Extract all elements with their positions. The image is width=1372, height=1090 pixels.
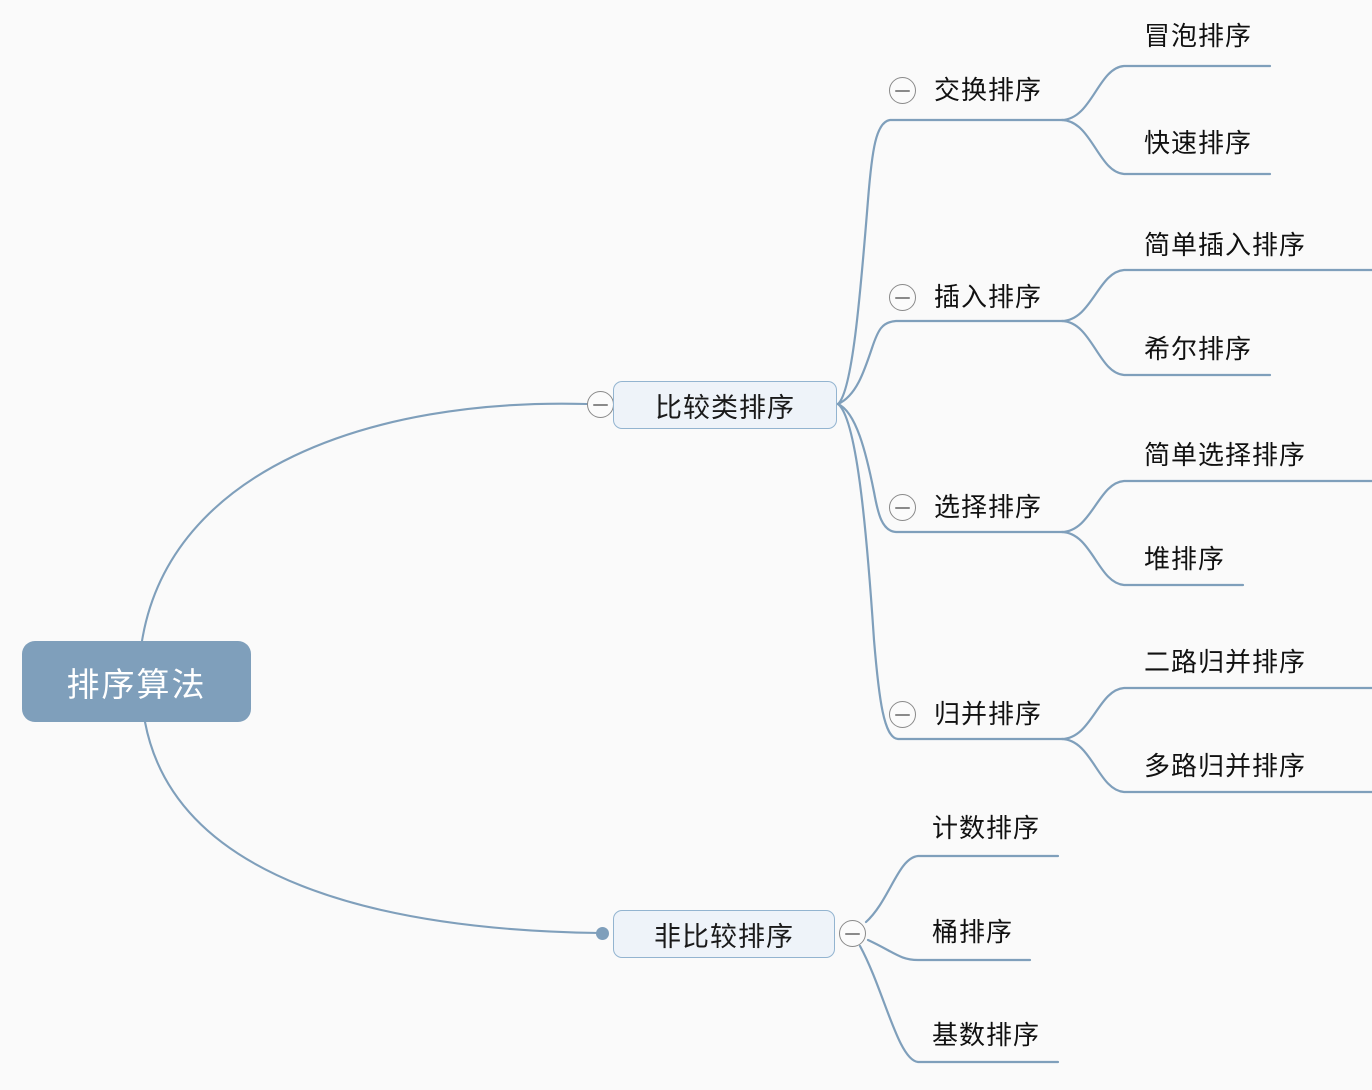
connector-exchange-to-bubble [1060, 64, 1272, 122]
connector-root-to-noncompare [143, 720, 602, 935]
node-label-merge[interactable]: 归并排序 [934, 700, 1043, 729]
connector-select-to-simpleselect [1060, 479, 1372, 534]
connector-root-to-compare [140, 402, 589, 643]
connector-merge-to-twoway [1060, 686, 1372, 741]
node-label-simple-insert[interactable]: 简单插入排序 [1144, 231, 1307, 260]
node-label-quick[interactable]: 快速排序 [1144, 129, 1253, 158]
collapse-toggle-merge-icon[interactable] [889, 701, 916, 728]
collapse-toggle-noncompare-icon[interactable] [839, 920, 866, 947]
node-label-exchange[interactable]: 交换排序 [934, 76, 1043, 105]
node-label-heap[interactable]: 堆排序 [1144, 545, 1226, 574]
collapse-toggle-select-icon[interactable] [889, 494, 916, 521]
node-label-counting[interactable]: 计数排序 [932, 814, 1041, 843]
root-node-label: 排序算法 [66, 667, 207, 704]
connector-compare-to-exchange [836, 118, 1064, 406]
branch-node-compare-label: 比较类排序 [655, 392, 795, 423]
collapse-toggle-exchange-icon[interactable] [889, 77, 916, 104]
node-label-insert[interactable]: 插入排序 [934, 283, 1043, 312]
connector-compare-to-insert [836, 319, 1064, 406]
node-label-shell[interactable]: 希尔排序 [1144, 335, 1253, 364]
node-label-simple-select[interactable]: 简单选择排序 [1144, 441, 1307, 470]
link-endpoint-dot-noncompare [596, 927, 609, 940]
branch-node-noncompare[interactable]: 非比较排序 [613, 910, 835, 958]
collapse-toggle-insert-icon[interactable] [889, 284, 916, 311]
connector-noncompare-to-counting [864, 854, 1060, 924]
node-label-select[interactable]: 选择排序 [934, 493, 1043, 522]
root-node[interactable]: 排序算法 [22, 641, 251, 722]
node-label-two-way-merge[interactable]: 二路归并排序 [1144, 648, 1307, 677]
node-label-bubble[interactable]: 冒泡排序 [1144, 22, 1253, 51]
connector-compare-to-merge [836, 402, 1064, 741]
branch-node-noncompare-label: 非比较排序 [654, 921, 794, 952]
node-label-radix[interactable]: 基数排序 [932, 1021, 1041, 1050]
branch-node-compare[interactable]: 比较类排序 [613, 381, 837, 429]
node-label-bucket[interactable]: 桶排序 [932, 918, 1014, 947]
connector-insert-to-simpleinsert [1060, 268, 1372, 323]
collapse-toggle-compare-icon[interactable] [587, 391, 614, 418]
node-label-multi-way-merge[interactable]: 多路归并排序 [1144, 752, 1307, 781]
